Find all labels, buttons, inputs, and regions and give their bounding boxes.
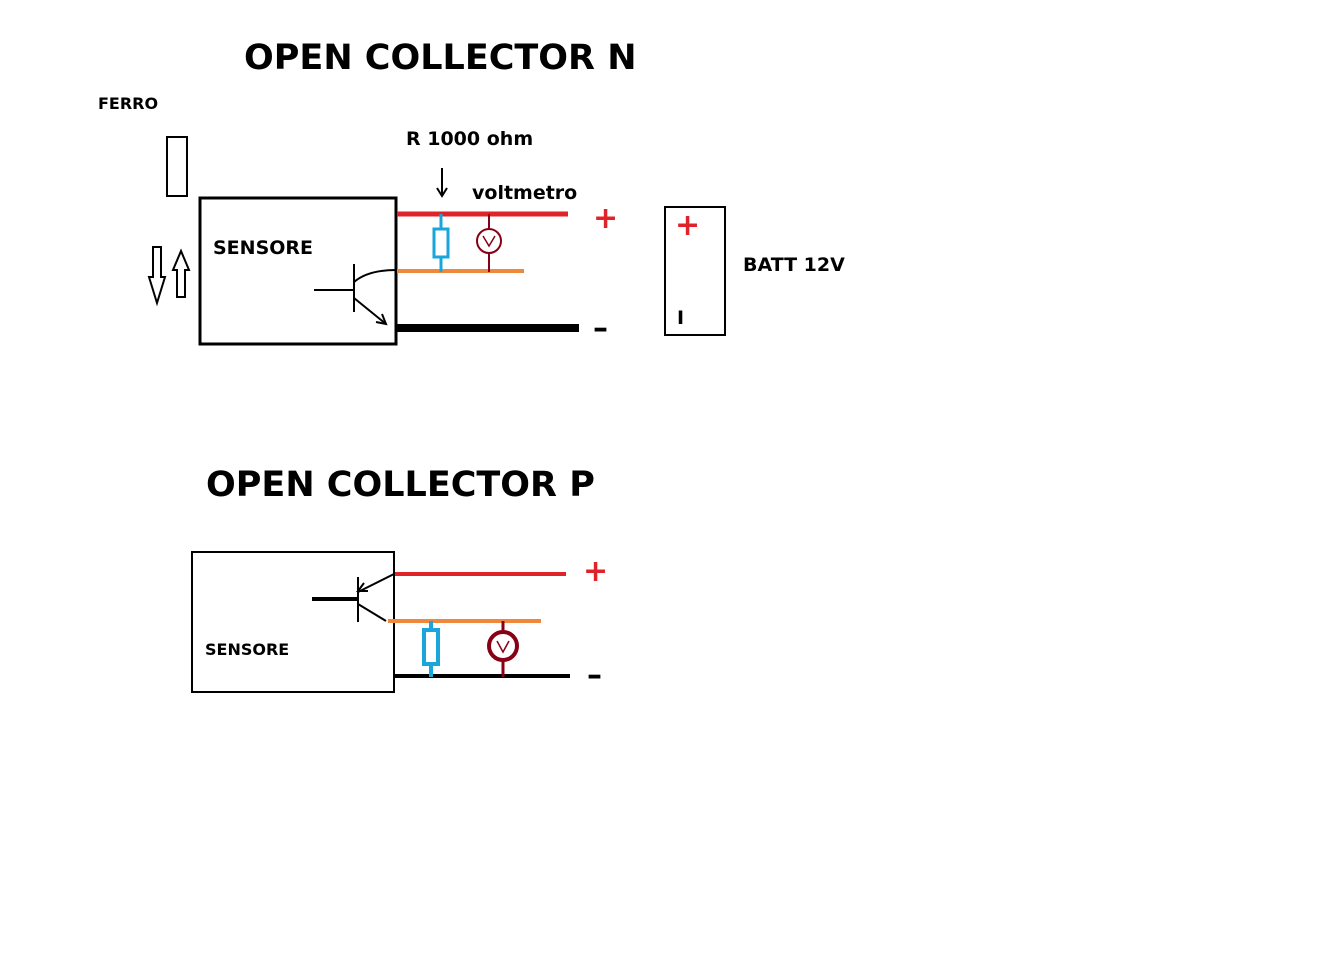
pnp-minus-sign: – — [587, 658, 602, 693]
npn-plus-sign: + — [593, 201, 618, 236]
npn-voltmeter-icon — [476, 214, 502, 272]
npn-minus-sign: – — [593, 311, 608, 346]
ferro-label: FERRO — [98, 94, 158, 113]
npn-resistor — [432, 214, 450, 272]
battery-plus-sign: + — [675, 208, 700, 243]
npn-diagram: OPEN COLLECTOR N FERRO SENSORE — [98, 38, 845, 346]
npn-sensor-box — [198, 196, 398, 346]
battery-minus-sign: I — [677, 307, 684, 329]
npn-transistor-icon — [314, 264, 397, 326]
pnp-voltmeter-icon — [487, 621, 519, 677]
pnp-sensor-box — [191, 551, 395, 693]
resistor-pointer-arrow-icon — [436, 168, 448, 198]
pnp-sensor-label: SENSORE — [205, 640, 289, 659]
resistor-label: R 1000 ohm — [406, 128, 533, 150]
movement-arrows-icon — [147, 246, 191, 307]
battery-label: BATT 12V — [743, 254, 845, 276]
npn-sensor-label: SENSORE — [213, 237, 313, 259]
ferro-block — [166, 136, 188, 197]
pnp-plus-sign: + — [583, 554, 608, 589]
voltmeter-label: voltmetro — [472, 182, 577, 204]
pnp-transistor-icon — [312, 573, 395, 622]
battery-body — [664, 206, 726, 336]
pnp-diagram: OPEN COLLECTOR P SENSORE — [191, 465, 608, 693]
npn-title: OPEN COLLECTOR N — [244, 38, 637, 78]
pnp-title: OPEN COLLECTOR P — [206, 465, 595, 505]
pnp-resistor — [422, 621, 440, 677]
